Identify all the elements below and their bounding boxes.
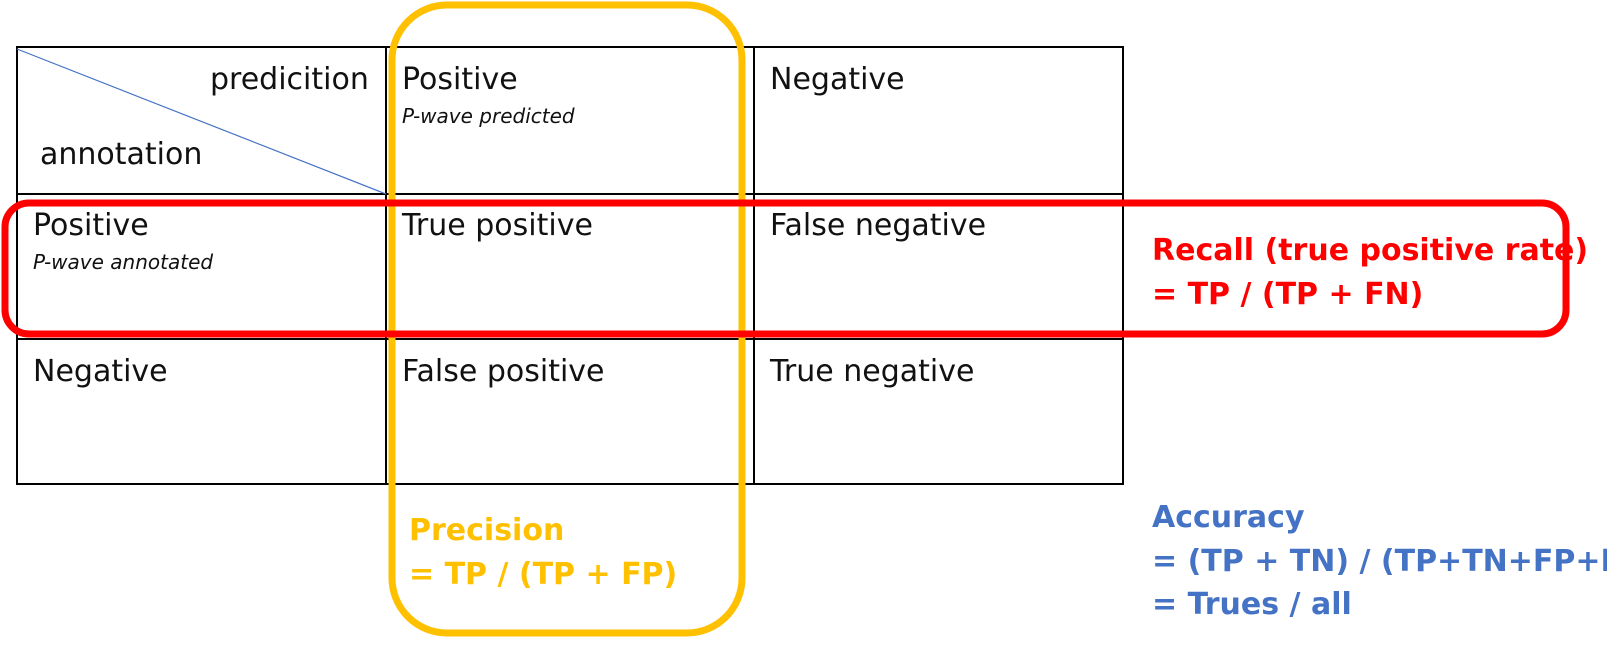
precision-title: Precision <box>409 513 565 548</box>
annotation-axis-label: annotation <box>40 137 203 172</box>
cell-false-negative: False negative <box>770 208 987 243</box>
accuracy-simplified: = Trues / all <box>1152 587 1352 622</box>
recall-title: Recall (true positive rate) <box>1152 233 1589 268</box>
recall-highlight-box <box>1 199 1570 338</box>
table-grid <box>16 46 1124 485</box>
accuracy-annotation: Accuracy = (TP + TN) / (TP+TN+FP+FN) = T… <box>1152 496 1607 627</box>
prediction-axis-label: predicition <box>210 62 369 97</box>
precision-highlight-box <box>388 1 746 637</box>
col-header-positive: Positive <box>402 62 518 97</box>
recall-formula: = TP / (TP + FN) <box>1152 276 1424 312</box>
cell-false-positive: False positive <box>402 354 605 389</box>
table-outline <box>16 46 1124 485</box>
row-header-positive-sub: P-wave annotated <box>33 250 214 274</box>
col-header-positive-sub: P-wave predicted <box>402 104 575 128</box>
precision-formula: = TP / (TP + FP) <box>409 556 678 592</box>
row-header-negative: Negative <box>33 354 168 389</box>
recall-annotation: Recall (true positive rate) = TP / (TP +… <box>1152 229 1588 316</box>
col-header-negative: Negative <box>770 62 905 97</box>
accuracy-formula: = (TP + TN) / (TP+TN+FP+FN) <box>1152 543 1607 579</box>
row-header-positive: Positive <box>33 208 149 243</box>
header-diagonal-line <box>16 48 387 195</box>
accuracy-title: Accuracy <box>1152 500 1305 535</box>
cell-true-positive: True positive <box>402 208 593 243</box>
cell-true-negative: True negative <box>770 354 975 389</box>
precision-annotation: Precision = TP / (TP + FP) <box>409 509 677 596</box>
